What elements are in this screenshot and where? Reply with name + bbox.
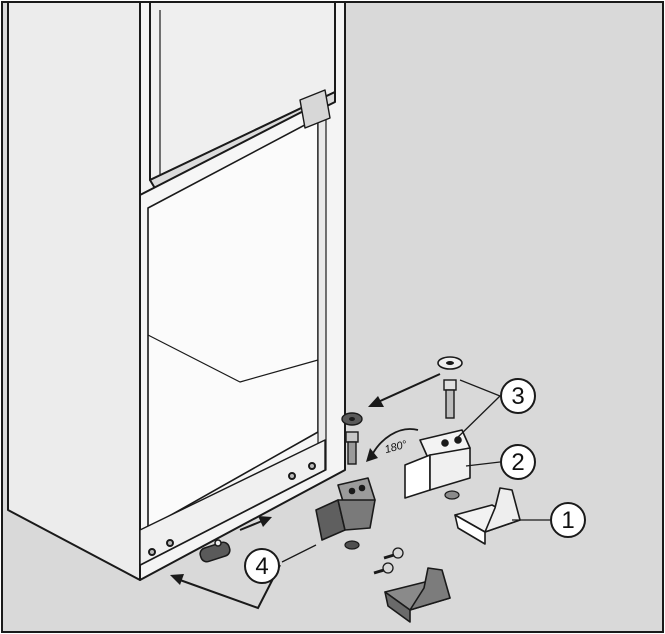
- refrigerator-side-panel: [7, 1, 141, 581]
- base-hole: [166, 539, 174, 547]
- callout-3-label: 3: [511, 383, 524, 410]
- callout-4: 4: [244, 548, 280, 584]
- callout-2-label: 2: [511, 449, 524, 476]
- plug-arrow: [239, 516, 272, 531]
- base-plinth: [139, 439, 326, 566]
- callout-4-leader: [281, 544, 317, 563]
- rotation-label: 180°: [383, 438, 409, 456]
- relocation-arrow-head: [170, 574, 184, 585]
- hinge-column: [317, 99, 327, 471]
- hinge-cover-relocated: [384, 567, 451, 623]
- callout-1-label: 1: [561, 507, 574, 534]
- transfer-arrow-upper: [368, 373, 441, 407]
- callout-2-leader: [465, 461, 501, 467]
- base-hole: [288, 472, 296, 480]
- base-hole: [308, 462, 316, 470]
- callout-3-leader: [459, 379, 501, 397]
- shelf-line: [147, 334, 319, 383]
- small-washer: [444, 490, 460, 500]
- callout-3-leader: [454, 395, 501, 441]
- refrigerator: [7, 1, 346, 581]
- screw: [383, 547, 404, 560]
- small-washer-relocated: [344, 540, 360, 550]
- hinge-pin-relocated: [345, 431, 359, 465]
- screw: [373, 562, 394, 575]
- top-hinge-block: [299, 89, 331, 129]
- washer-hole: [446, 361, 454, 365]
- callout-3: 3: [500, 378, 536, 414]
- callout-1: 1: [550, 502, 586, 538]
- callout-2: 2: [500, 444, 536, 480]
- hinge-pin: [443, 379, 457, 419]
- hole-plug: [199, 539, 231, 563]
- washer-relocated-hole: [349, 417, 355, 421]
- base-hole: [148, 548, 156, 556]
- screws: [373, 547, 404, 575]
- callout-4-label: 4: [255, 553, 268, 580]
- hinge-bracket-relocated: [315, 477, 376, 541]
- rotation-arrow: 180°: [366, 428, 419, 462]
